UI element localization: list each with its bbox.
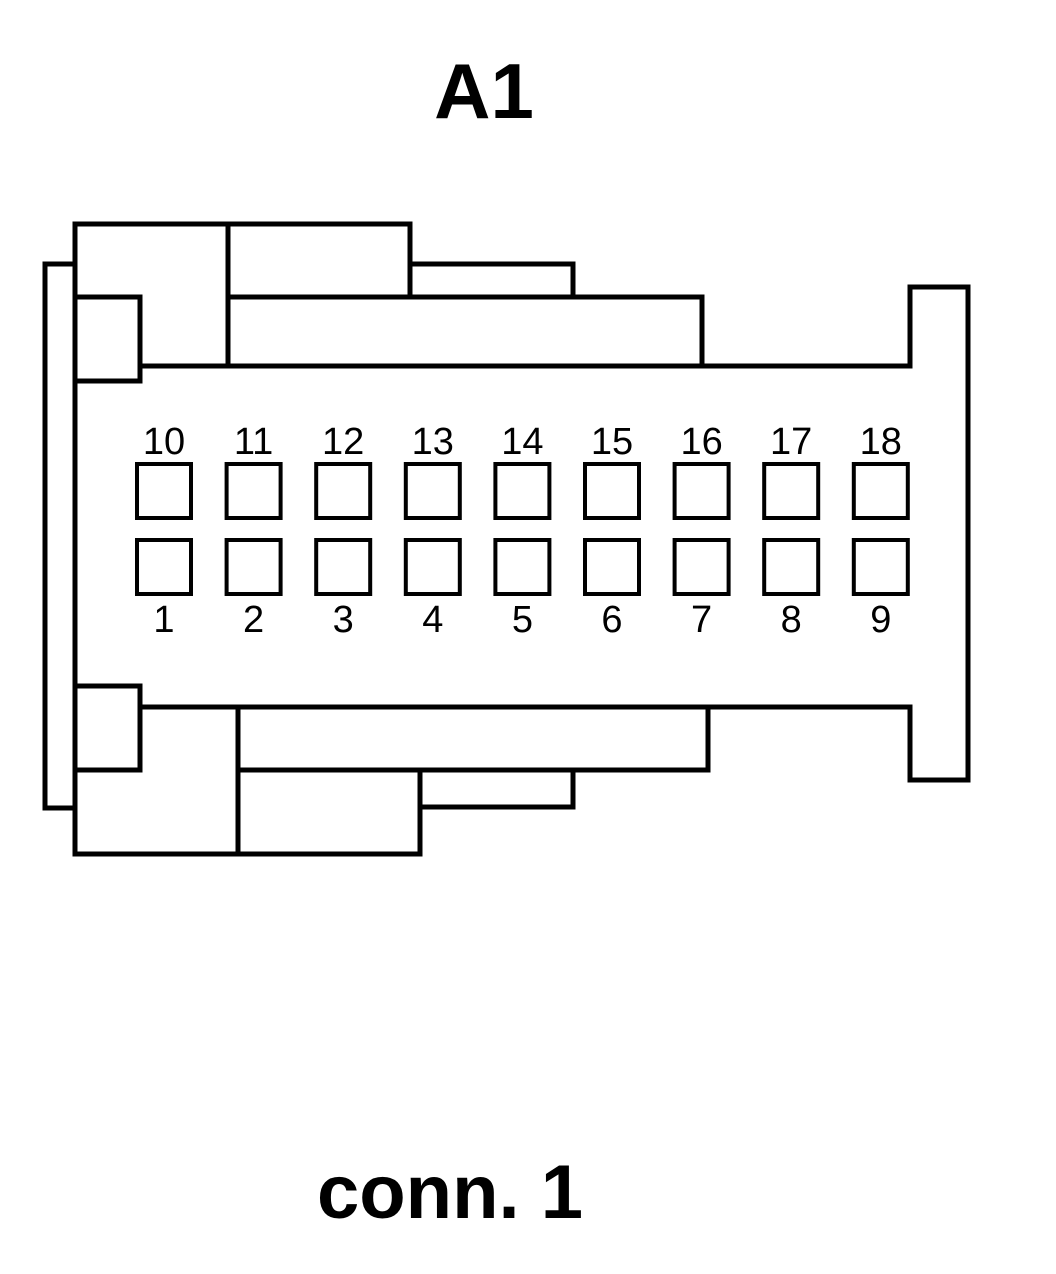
pin-cavity bbox=[493, 538, 552, 596]
pin-number-label: 6 bbox=[601, 599, 622, 641]
pin-number-label: 5 bbox=[512, 599, 533, 641]
housing-bottom-block-outer bbox=[72, 770, 423, 857]
housing-top-latch bbox=[72, 294, 143, 381]
pin-number-label: 16 bbox=[680, 421, 722, 463]
pin-number-label: 4 bbox=[422, 599, 443, 641]
pin-cavity bbox=[135, 538, 193, 596]
pin-number-label: 12 bbox=[322, 421, 364, 463]
pin-number-label: 9 bbox=[870, 599, 891, 641]
connector-housing bbox=[42, 221, 971, 857]
pin-number-label: 14 bbox=[501, 421, 543, 463]
pin-cavity bbox=[314, 538, 373, 596]
housing-top-block-outer bbox=[72, 221, 413, 297]
pin-cavity bbox=[224, 538, 283, 596]
pin-number-label: 15 bbox=[591, 421, 633, 463]
pin-number-label: 7 bbox=[691, 599, 712, 641]
pin-cavity bbox=[135, 462, 193, 520]
pin-cavity bbox=[224, 462, 283, 520]
housing-bottom-latch bbox=[72, 686, 143, 773]
pin-cavity bbox=[672, 462, 731, 520]
pin-number-label: 10 bbox=[143, 421, 185, 463]
pin-cavity bbox=[403, 462, 462, 520]
pin-cavity bbox=[583, 462, 641, 520]
diagram-title: A1 bbox=[434, 47, 534, 135]
pin-number-label: 17 bbox=[770, 421, 812, 463]
top-pin-row: 10 11 12 13 14 15 16 17 18 bbox=[135, 421, 910, 520]
pin-cavity bbox=[851, 462, 910, 520]
pin-number-label: 3 bbox=[333, 599, 354, 641]
pin-number-label: 18 bbox=[860, 421, 902, 463]
pin-number-label: 2 bbox=[243, 599, 264, 641]
housing-top-step-1 bbox=[410, 261, 576, 297]
pin-number-label: 1 bbox=[153, 599, 174, 641]
housing-top-step-2 bbox=[228, 294, 705, 366]
pin-cavity bbox=[762, 538, 821, 596]
pin-cavity bbox=[403, 538, 462, 596]
pin-number-label: 13 bbox=[412, 421, 454, 463]
pin-number-label: 8 bbox=[781, 599, 802, 641]
pin-cavity bbox=[762, 462, 821, 520]
pin-cavity bbox=[314, 462, 373, 520]
pin-cavity bbox=[583, 538, 641, 596]
bottom-pin-row: 1 2 3 4 5 6 7 8 9 bbox=[135, 538, 910, 641]
housing-main-body bbox=[72, 284, 971, 783]
housing-left-tab bbox=[42, 261, 75, 811]
housing-bottom-step-2 bbox=[420, 770, 576, 810]
connector-caption: conn. 1 bbox=[317, 1150, 583, 1235]
pin-cavity bbox=[493, 462, 552, 520]
pin-number-label: 11 bbox=[234, 421, 273, 463]
pin-cavity bbox=[851, 538, 910, 596]
pin-cavity bbox=[672, 538, 731, 596]
housing-bottom-step-1 bbox=[238, 707, 711, 773]
